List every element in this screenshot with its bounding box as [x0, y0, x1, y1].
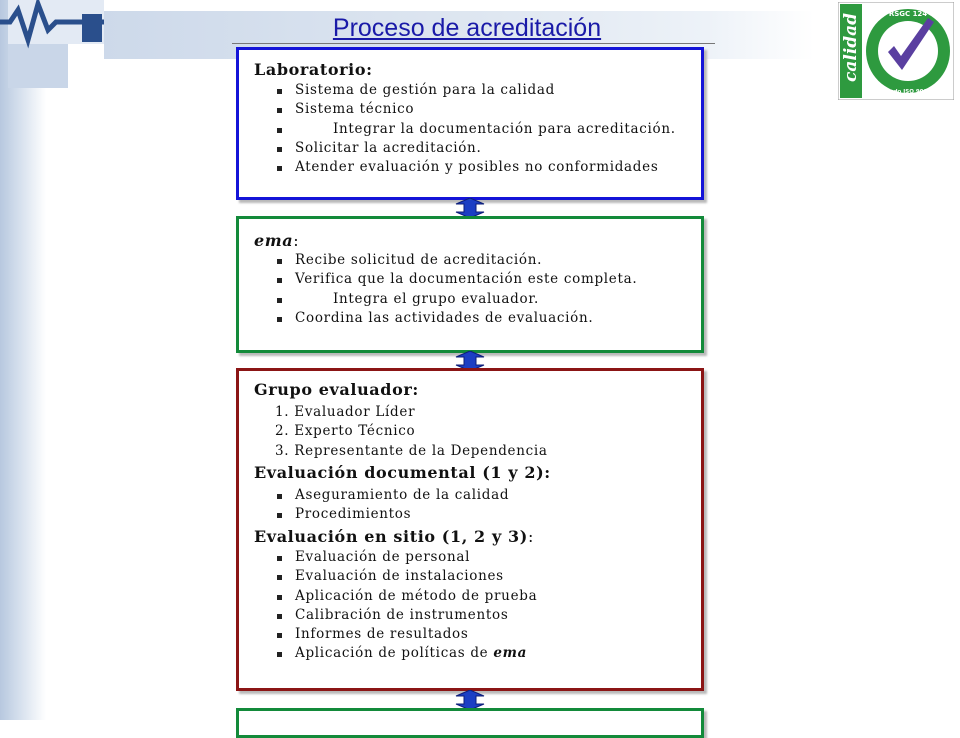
grupo-evaluador-box: Grupo evaluador: 1. Evaluador Líder 2. E…: [236, 368, 704, 691]
list-item: 1. Evaluador Líder: [275, 404, 416, 420]
seal-top-text: RSGC 124: [889, 10, 927, 18]
title-underline-rule: [232, 43, 715, 44]
double-arrow-icon: [455, 198, 485, 218]
laboratorio-list: Sistema de gestión para la calidad Siste…: [275, 81, 676, 177]
grupo-members-list: 1. Evaluador Líder 2. Experto Técnico 3.…: [275, 403, 548, 461]
list-item: 2. Experto Técnico: [275, 423, 416, 440]
list-item: Sistema técnico: [275, 100, 676, 119]
evaluacion-sitio-heading: Evaluación en sitio (1, 2 y 3):: [254, 527, 534, 546]
quality-seal-icon: calidad RSGC 124 Certificado ISO 9001/20…: [838, 2, 954, 100]
ema-heading: ema:: [254, 231, 299, 250]
seal-calidad-text: calidad: [841, 13, 861, 82]
list-item: Integra el grupo evaluador.: [275, 290, 637, 309]
list-item: Coordina las actividades de evaluación.: [275, 309, 637, 328]
list-item: Solicitar la acreditación.: [275, 139, 676, 158]
ema-list: Recibe solicitud de acreditación. Verifi…: [275, 251, 637, 328]
list-item: Recibe solicitud de acreditación.: [275, 251, 637, 270]
list-item: Sistema de gestión para la calidad: [275, 81, 676, 100]
evaluacion-documental-heading: Evaluación documental (1 y 2):: [254, 463, 551, 482]
list-item: Aplicación de método de prueba: [275, 587, 537, 606]
list-item: Calibración de instrumentos: [275, 606, 537, 625]
list-item: Aplicación de políticas de ema: [275, 644, 537, 663]
evaluacion-sitio-list: Evaluación de personal Evaluación de ins…: [275, 548, 537, 664]
evaluacion-documental-list: Aseguramiento de la calidad Procedimient…: [275, 486, 509, 525]
double-arrow-icon: [455, 351, 485, 371]
list-item: Atender evaluación y posibles no conform…: [275, 158, 676, 177]
list-item: Informes de resultados: [275, 625, 537, 644]
ema-heading-colon: :: [293, 231, 300, 250]
next-step-box: [236, 708, 704, 738]
page-title: Proceso de acreditación: [332, 14, 602, 42]
left-decorative-stripe: [0, 0, 46, 720]
evaluacion-sitio-heading-text: Evaluación en sitio (1, 2 y 3): [254, 527, 528, 546]
list-item: 3. Representante de la Dependencia: [275, 442, 548, 459]
ema-heading-text: ema: [254, 231, 294, 250]
list-item: Verifica que la documentación este compl…: [275, 270, 637, 289]
seal-bottom-text: Certificado ISO 9001/2000: [868, 89, 949, 95]
ecg-logo-icon: [0, 0, 104, 88]
laboratorio-box: Laboratorio: Sistema de gestión para la …: [236, 47, 704, 200]
double-arrow-icon: [455, 690, 485, 710]
evaluacion-sitio-heading-colon: :: [527, 527, 534, 546]
list-item: Aseguramiento de la calidad: [275, 486, 509, 505]
laboratorio-heading: Laboratorio:: [254, 60, 373, 79]
list-item: Procedimientos: [275, 505, 509, 524]
grupo-heading: Grupo evaluador:: [254, 380, 419, 399]
list-item: Evaluación de instalaciones: [275, 567, 537, 586]
list-item: Evaluación de personal: [275, 548, 537, 567]
ema-box: ema: Recibe solicitud de acreditación. V…: [236, 216, 704, 353]
list-item: Integrar la documentación para acreditac…: [275, 120, 676, 139]
